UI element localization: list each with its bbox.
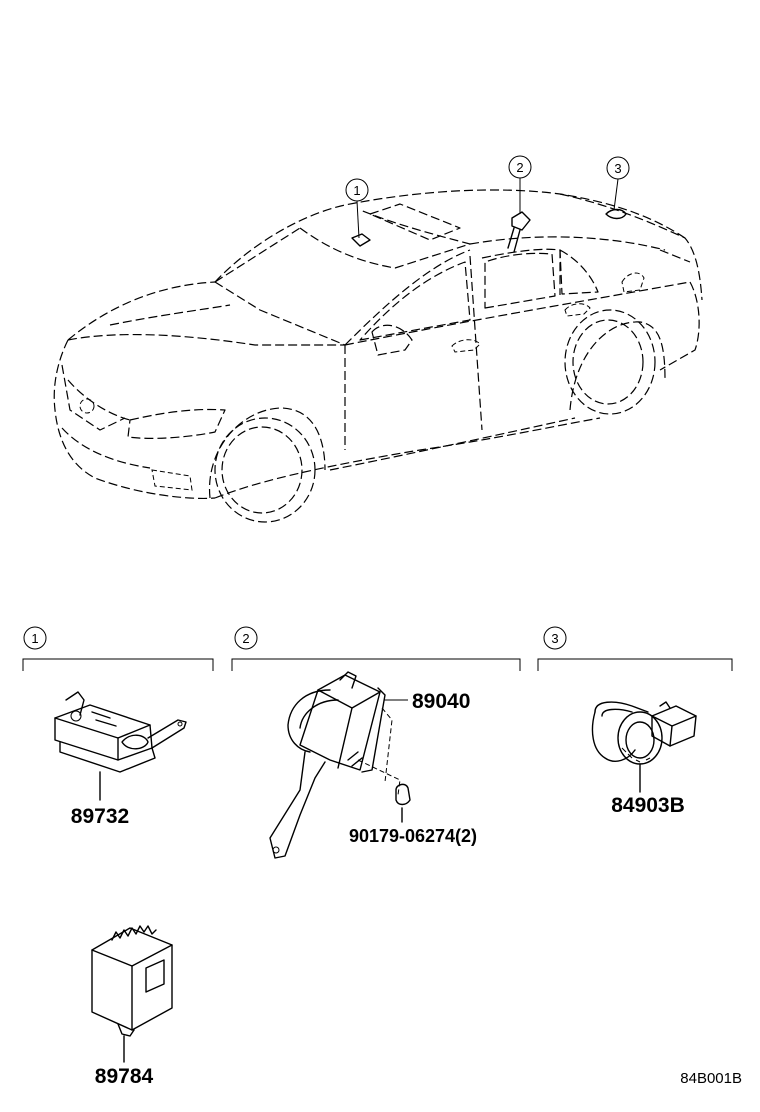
svg-text:3: 3	[551, 631, 558, 646]
car-callout-3: 3	[606, 156, 630, 211]
part-89732-drawing	[54, 691, 187, 801]
svg-text:3: 3	[614, 161, 621, 176]
part-84903b-drawing	[591, 701, 697, 793]
section-2-header: 2	[231, 626, 521, 671]
part-number-89732: 89732	[71, 805, 129, 828]
svg-text:1: 1	[31, 631, 38, 646]
section-3-header: 3	[537, 626, 733, 671]
car-callout-2: 2	[508, 155, 532, 214]
part-number-90179-06274: 90179-06274(2)	[349, 826, 477, 846]
drawing-code: 84B001B	[680, 1070, 742, 1087]
svg-text:2: 2	[516, 160, 523, 175]
section-1-header: 1	[22, 626, 214, 671]
part-89784-drawing	[91, 925, 173, 1063]
part-89040-drawing	[269, 671, 411, 859]
car-callout-1: 1	[345, 178, 369, 239]
svg-text:2: 2	[242, 631, 249, 646]
car-illustration	[53, 189, 703, 523]
part-number-84903b: 84903B	[611, 794, 685, 817]
svg-text:1: 1	[353, 183, 360, 198]
part-number-89040: 89040	[412, 690, 470, 713]
part-number-89784: 89784	[95, 1065, 154, 1088]
